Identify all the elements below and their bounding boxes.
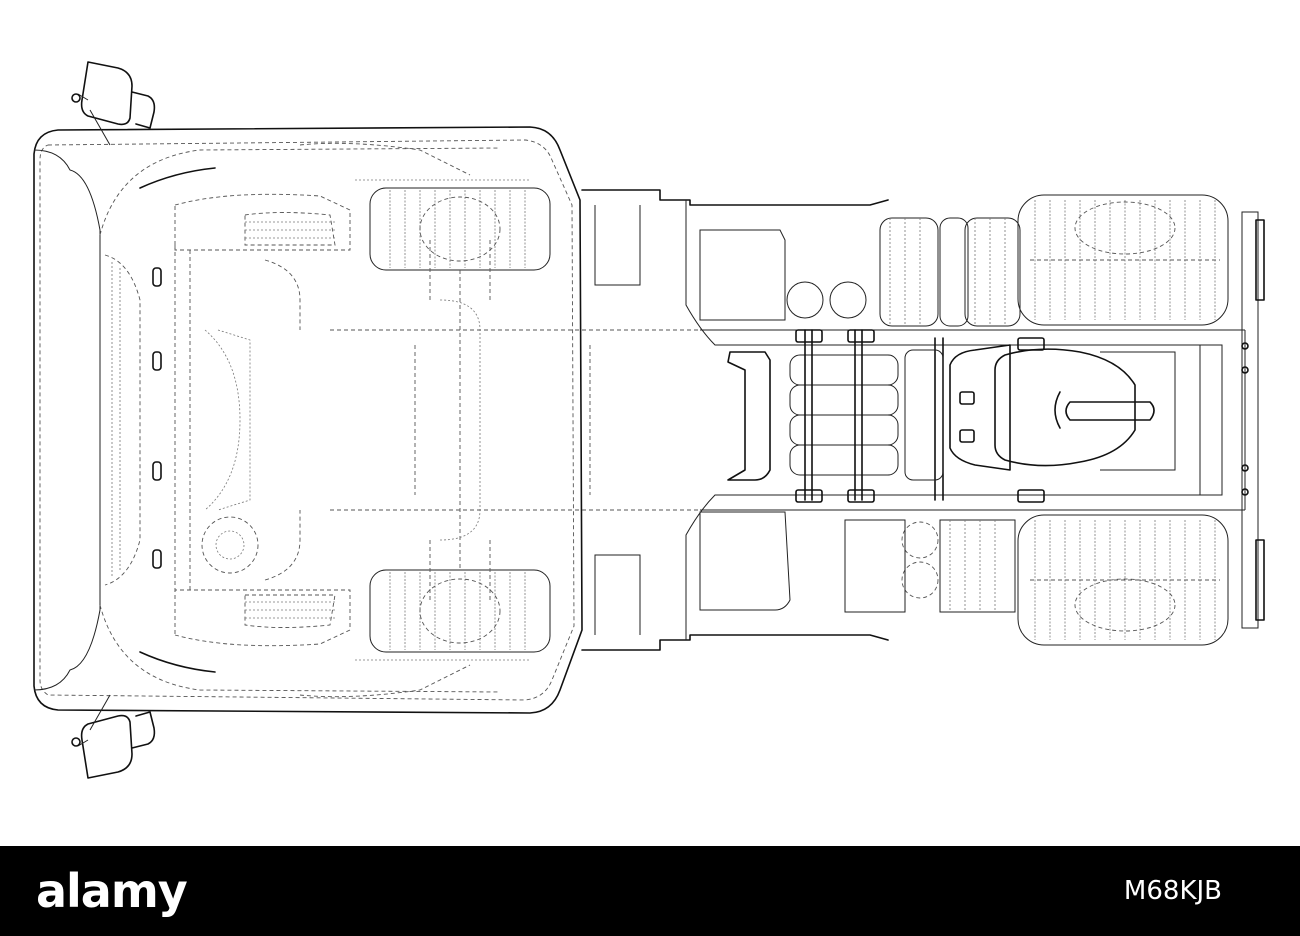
front-axle xyxy=(330,240,700,600)
alamy-logo: alamy xyxy=(36,864,188,918)
center-tank-stack xyxy=(789,329,944,503)
fuel-tank xyxy=(844,519,1016,613)
rear-wheel-top xyxy=(1017,194,1229,326)
image-id-code: M68KJB xyxy=(1123,876,1222,906)
front-wheel-top xyxy=(369,187,551,271)
watermark-footer: alamy M68KJB xyxy=(0,846,1300,936)
truck-wireframe-drawing xyxy=(33,61,1265,779)
battery-box xyxy=(879,217,1021,327)
truck-cab xyxy=(33,126,583,714)
air-tanks-top xyxy=(699,229,867,321)
air-tanks-bottom xyxy=(699,511,939,611)
right-mirror xyxy=(71,694,156,779)
rear-wheel-bottom xyxy=(1017,514,1229,646)
rear-bumper xyxy=(1241,211,1265,629)
fifth-wheel-plate xyxy=(949,337,1176,503)
left-mirror xyxy=(71,61,156,146)
front-wheel-bottom xyxy=(369,569,551,653)
